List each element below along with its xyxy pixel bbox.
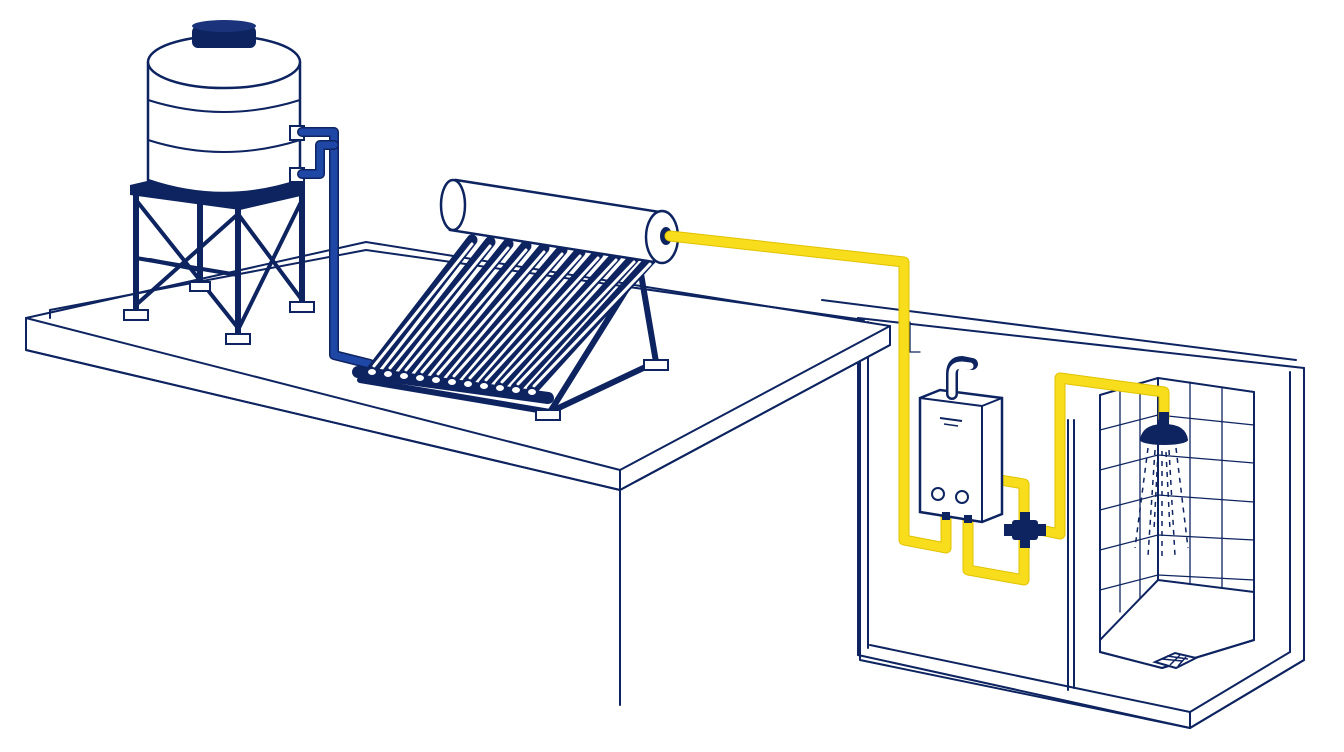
mixing-valve-icon bbox=[1004, 512, 1046, 548]
heater-display-line bbox=[939, 417, 963, 422]
shower-arm bbox=[1159, 412, 1169, 426]
tank-body bbox=[146, 62, 302, 195]
shower-tray-front bbox=[1099, 639, 1255, 669]
wall-tiles bbox=[1099, 381, 1255, 613]
heater-knob-right bbox=[955, 490, 969, 504]
solar-storage-cylinder-icon bbox=[439, 178, 680, 265]
vacuum-tubes bbox=[366, 234, 656, 396]
shower-enclosure bbox=[1099, 377, 1255, 669]
tankless-water-heater-icon bbox=[918, 355, 1004, 524]
cold-feed-line bbox=[298, 128, 374, 368]
hot-line-to-shower bbox=[1035, 373, 1169, 539]
valve-body bbox=[1012, 520, 1038, 540]
tube-end-caps bbox=[366, 367, 538, 397]
drain-icon bbox=[1152, 651, 1199, 670]
shower-head-icon bbox=[1140, 412, 1188, 445]
water-tank-icon bbox=[146, 20, 305, 195]
hot-water-pipe-icon bbox=[664, 230, 1170, 586]
tank-ring-1 bbox=[147, 99, 301, 113]
evacuated-tube-solar-collector-icon bbox=[352, 234, 669, 421]
water-spray bbox=[1134, 447, 1189, 560]
shower-stall bbox=[1067, 377, 1255, 691]
heater-outlet-line bbox=[995, 475, 1029, 530]
heater-knob-left bbox=[931, 487, 945, 501]
cold-water-pipe-icon bbox=[297, 127, 375, 369]
cylinder-left-end bbox=[439, 178, 467, 232]
heater-loop-line bbox=[963, 515, 1029, 585]
wall-pipe-bracket bbox=[909, 321, 921, 353]
tank-lid bbox=[192, 26, 256, 48]
tank-ring-2 bbox=[147, 139, 301, 153]
hot-line-to-heater bbox=[665, 231, 951, 553]
cold-return-line bbox=[298, 141, 338, 178]
